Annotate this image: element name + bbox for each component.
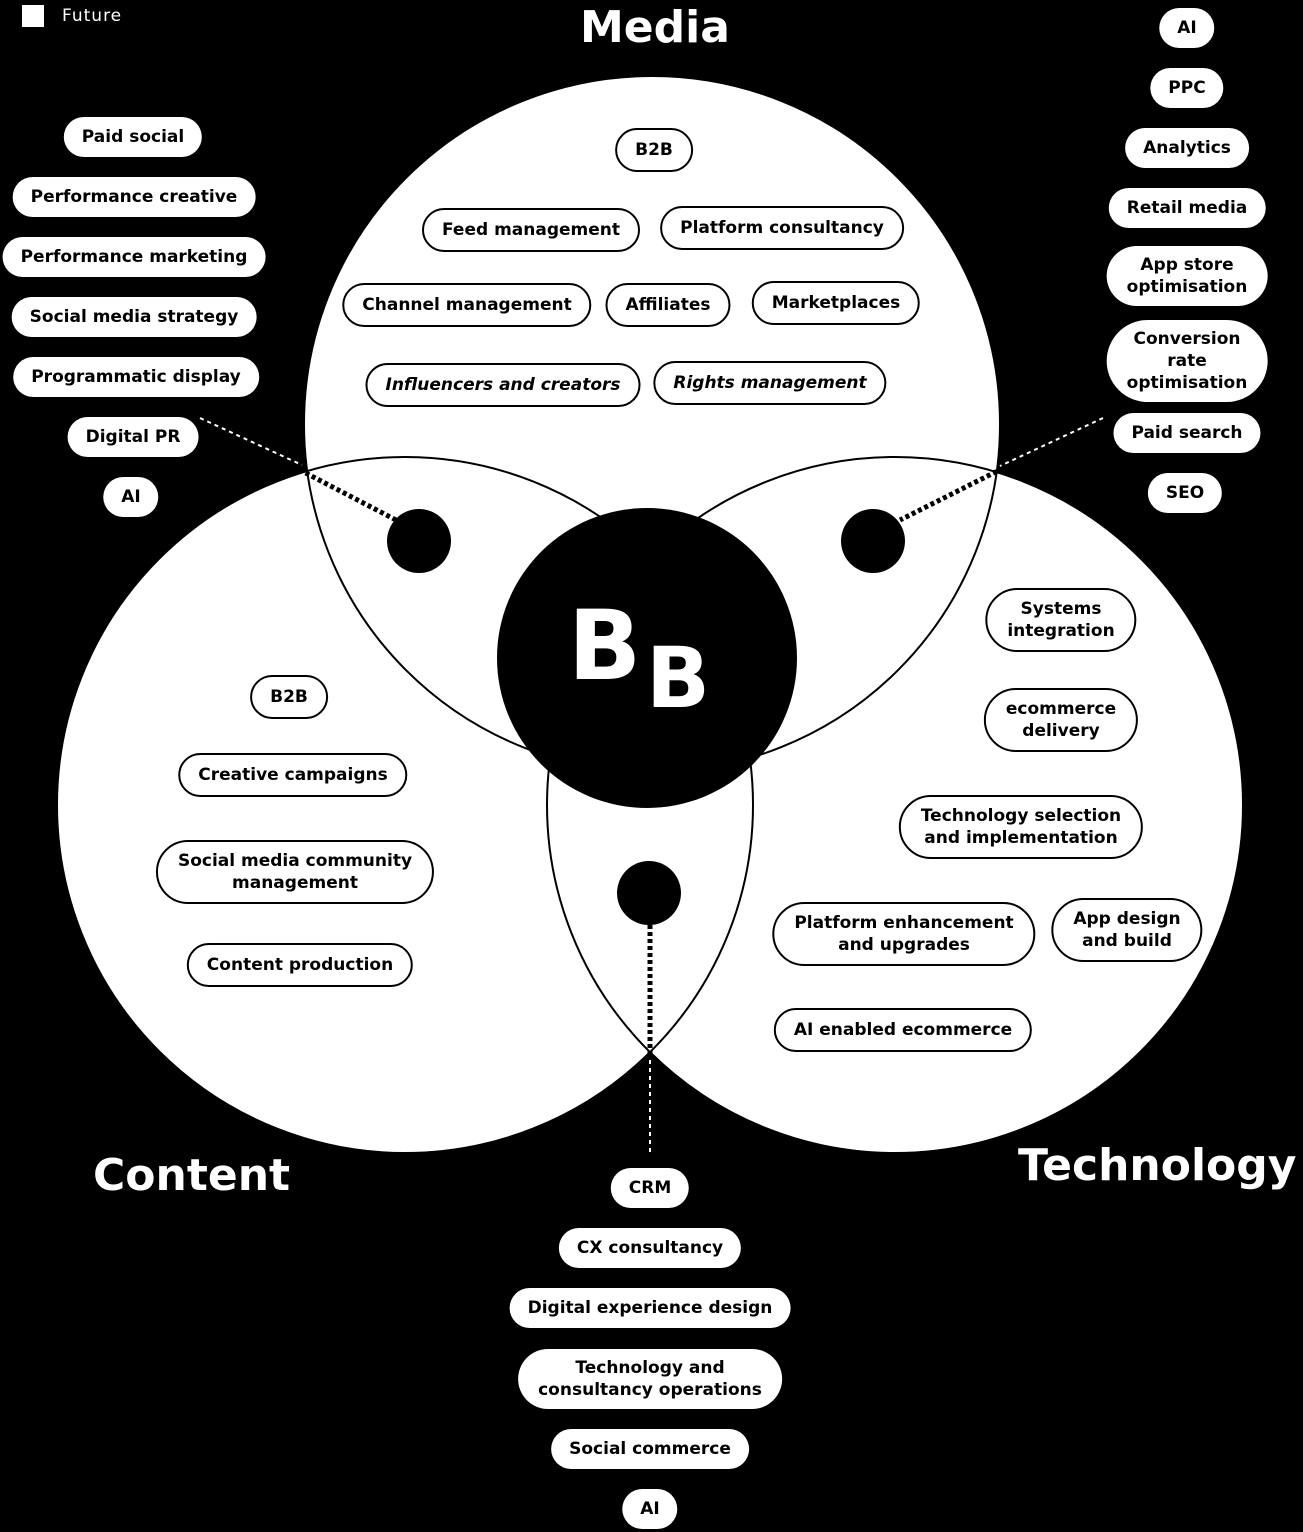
future-pill[interactable]: Programmatic display (13, 357, 259, 397)
future-pill[interactable]: AI (1159, 8, 1215, 48)
media-pill[interactable]: Influencers and creators (365, 363, 641, 407)
connector-line-right-out (999, 417, 1104, 467)
future-pill[interactable]: Retail media (1108, 188, 1266, 228)
connector-line-right (898, 415, 1105, 523)
future-pill[interactable]: Digital PR (67, 417, 199, 457)
future-pill[interactable]: Social media strategy (11, 297, 257, 337)
content-heading: Content (93, 1150, 291, 1201)
technology-pill[interactable]: App design and build (1051, 898, 1203, 962)
content-pill[interactable]: Creative campaigns (178, 753, 408, 797)
content-pill[interactable]: Content production (186, 943, 414, 987)
logo-letter-1: B (568, 590, 642, 702)
media-pill[interactable]: Feed management (421, 208, 641, 252)
future-pill[interactable]: Technology and consultancy operations (518, 1349, 782, 1409)
legend-swatch (22, 5, 44, 27)
technology-pill[interactable]: ecommerce delivery (983, 688, 1139, 752)
media-pill[interactable]: Platform consultancy (660, 206, 904, 250)
media-pill[interactable]: Marketplaces (751, 281, 921, 325)
content-pill[interactable]: Social media community management (155, 840, 435, 904)
center-disc (497, 508, 797, 808)
future-pill[interactable]: AI (622, 1489, 678, 1529)
future-pill[interactable]: Conversion rate optimisation (1106, 320, 1268, 402)
future-pill[interactable]: Social commerce (551, 1429, 749, 1469)
technology-pill[interactable]: Platform enhancement and upgrades (772, 902, 1036, 966)
media-pill[interactable]: Channel management (342, 283, 592, 327)
future-pill[interactable]: SEO (1147, 473, 1223, 513)
future-pill[interactable]: CX consultancy (558, 1228, 742, 1268)
technology-outline (546, 456, 1244, 1154)
future-pill[interactable]: AI (103, 477, 159, 517)
content-technology-marker (617, 861, 681, 925)
future-pill[interactable]: CRM (610, 1168, 690, 1208)
connector-line-left-out (199, 417, 303, 466)
future-pill[interactable]: Performance creative (12, 177, 256, 217)
future-pill[interactable]: Paid search (1113, 413, 1261, 453)
legend-label: Future (62, 6, 123, 26)
media-technology-marker (841, 509, 905, 573)
technology-pill[interactable]: Systems integration (985, 588, 1137, 652)
content-outline (56, 456, 754, 1154)
media-pill[interactable]: B2B (615, 128, 693, 172)
content-pill[interactable]: B2B (250, 675, 328, 719)
future-pill[interactable]: Digital experience design (509, 1288, 791, 1328)
technology-pill[interactable]: AI enabled ecommerce (773, 1008, 1033, 1052)
future-pill[interactable]: PPC (1150, 68, 1224, 108)
media-content-marker (387, 509, 451, 573)
future-pill[interactable]: Paid social (63, 117, 203, 157)
media-heading: Media (580, 2, 730, 53)
technology-heading: Technology (1018, 1140, 1297, 1191)
legend: Future (22, 5, 122, 27)
technology-pill[interactable]: Technology selection and implementation (898, 795, 1144, 859)
future-pill[interactable]: Analytics (1125, 128, 1249, 168)
media-pill[interactable]: Affiliates (605, 283, 731, 327)
future-pill[interactable]: Performance marketing (2, 237, 266, 277)
media-pill[interactable]: Rights management (653, 361, 887, 405)
connector-line-left (198, 415, 398, 523)
future-pill[interactable]: App store optimisation (1106, 246, 1268, 306)
logo-letter-2: B (646, 629, 711, 727)
